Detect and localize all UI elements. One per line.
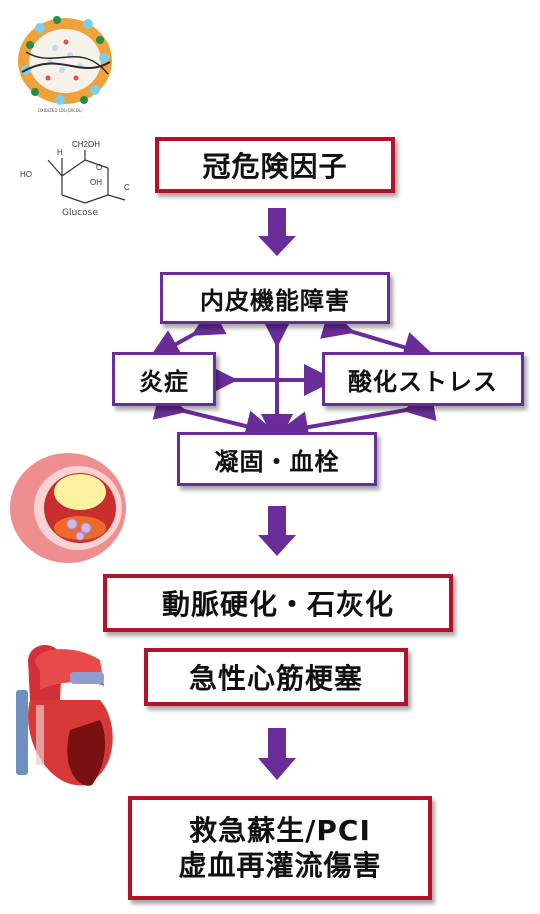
arrow-inflammation-coagulation [152, 388, 278, 442]
glucose-label-ho: HO [20, 170, 32, 179]
cpr-pci-label: 救急蘇生/PCI [189, 814, 371, 847]
arrow-endothelial-inflammation [148, 306, 227, 360]
heart [16, 645, 113, 786]
atherosclerosis-calcification-box: 動脈硬化・石灰化 [103, 574, 453, 632]
glucose-label-ch2oh: CH2OH [72, 140, 100, 149]
endothelial-dysfunction-box: 内皮機能障害 [160, 272, 390, 324]
down-arrow-1 [258, 208, 296, 256]
ldl-particle [18, 16, 112, 105]
glucose-label-h: H [57, 148, 63, 157]
glucose-label-c: C [124, 183, 130, 192]
down-arrow-2 [258, 506, 296, 556]
arrow-oxidative-coagulation [276, 389, 437, 444]
glucose-label-o: O [96, 163, 102, 172]
ldl-caption: OXIDIZED LDL(OXLDL) [38, 108, 83, 113]
down-arrow-3 [258, 728, 296, 780]
inflammation-box: 炎症 [112, 352, 216, 406]
reperfusion-injury-label: 虚血再灌流傷害 [178, 849, 382, 882]
glucose-label-oh: OH [90, 178, 102, 187]
acute-myocardial-infarction-box: 急性心筋梗塞 [144, 648, 408, 706]
arrow-endothelial-oxidative [320, 308, 436, 363]
risk-factors-box: 冠危険因子 [155, 137, 395, 193]
resuscitation-reperfusion-box: 救急蘇生/PCI 虚血再灌流傷害 [128, 796, 432, 900]
glucose-caption: Glucose [62, 208, 98, 218]
oxidative-stress-box: 酸化ストレス [322, 352, 524, 406]
coagulation-thrombosis-box: 凝固・血栓 [177, 432, 377, 486]
